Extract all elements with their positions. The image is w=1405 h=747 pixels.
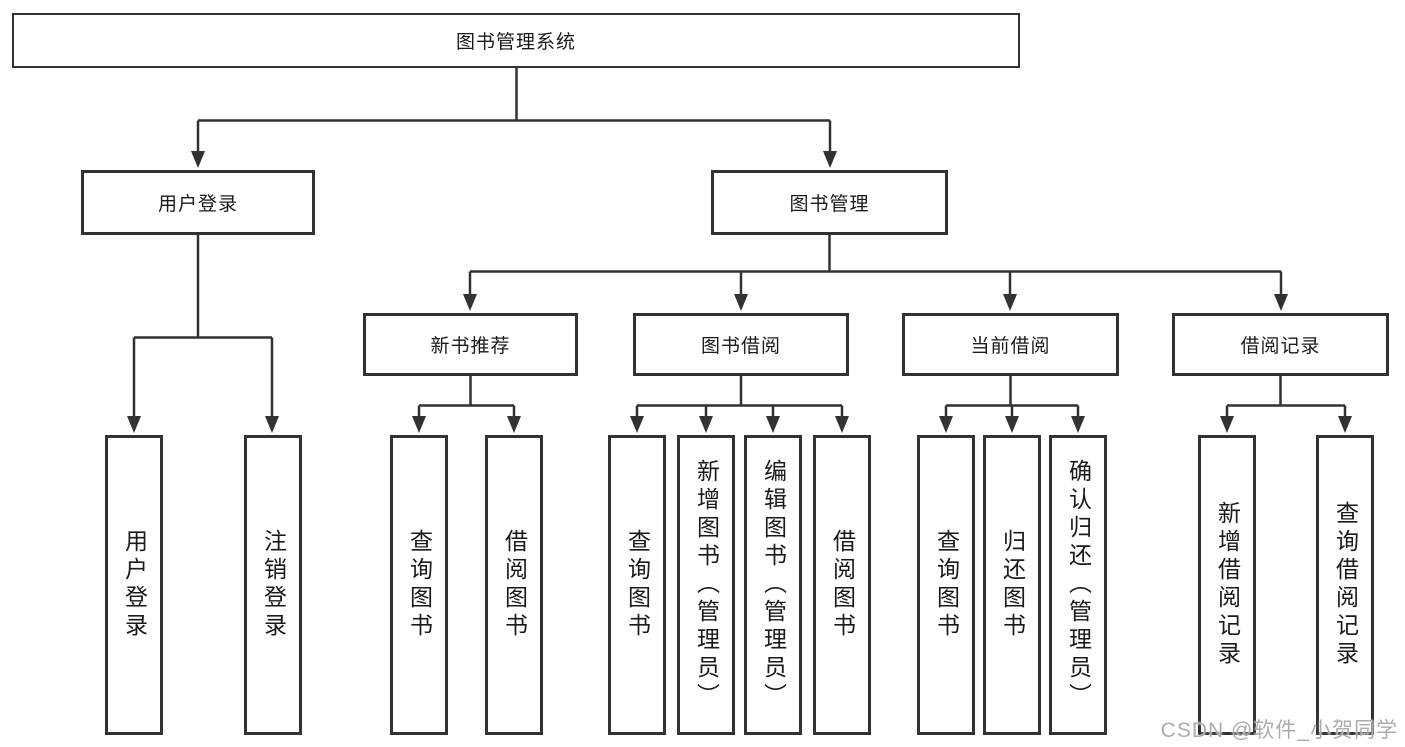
- leaf-label: 归还图书: [999, 529, 1026, 641]
- node-leaf-edit-books-admin: 编辑图书（管理员）: [744, 435, 802, 735]
- node-user-login-branch: 用户登录: [81, 170, 315, 235]
- node-leaf-add-books-admin: 新增图书（管理员）: [677, 435, 735, 735]
- node-leaf-borrow-books-1: 借阅图书: [485, 435, 543, 735]
- node-leaf-borrow-books-2: 借阅图书: [813, 435, 871, 735]
- node-leaf-return-books: 归还图书: [983, 435, 1041, 735]
- node-leaf-user-login: 用户登录: [105, 435, 163, 735]
- leaf-label: 确认归还（管理员）: [1065, 459, 1092, 711]
- node-leaf-query-borrow-record: 查询借阅记录: [1316, 435, 1374, 735]
- arrowheads: [127, 151, 1352, 433]
- leaf-label: 查询图书: [406, 529, 433, 641]
- leaf-label: 新增借阅记录: [1214, 501, 1241, 669]
- leaf-label: 借阅图书: [829, 529, 856, 641]
- leaf-label: 查询图书: [624, 529, 651, 641]
- leaf-label: 编辑图书（管理员）: [760, 459, 787, 711]
- node-leaf-add-borrow-record: 新增借阅记录: [1198, 435, 1256, 735]
- leaf-label: 新增图书（管理员）: [693, 459, 720, 711]
- node-leaf-logout: 注销登录: [244, 435, 302, 735]
- node-leaf-query-books-2: 查询图书: [608, 435, 666, 735]
- node-borrowing-records: 借阅记录: [1172, 313, 1389, 376]
- node-current-borrowing: 当前借阅: [902, 313, 1119, 376]
- leaf-label: 借阅图书: [501, 529, 528, 641]
- node-leaf-query-books-1: 查询图书: [390, 435, 448, 735]
- node-new-book-recommendation: 新书推荐: [363, 313, 578, 376]
- node-book-management-branch: 图书管理: [711, 170, 948, 235]
- leaf-label: 查询图书: [933, 529, 960, 641]
- node-root-library-system: 图书管理系统: [12, 13, 1020, 68]
- node-leaf-confirm-return-admin: 确认归还（管理员）: [1049, 435, 1107, 735]
- leaf-label: 查询借阅记录: [1332, 501, 1359, 669]
- node-leaf-query-books-3: 查询图书: [917, 435, 975, 735]
- leaf-label: 注销登录: [260, 529, 287, 641]
- watermark: CSDN @软件_小贺同学: [1160, 719, 1398, 742]
- node-book-borrowing: 图书借阅: [633, 313, 849, 376]
- leaf-label: 用户登录: [121, 529, 148, 641]
